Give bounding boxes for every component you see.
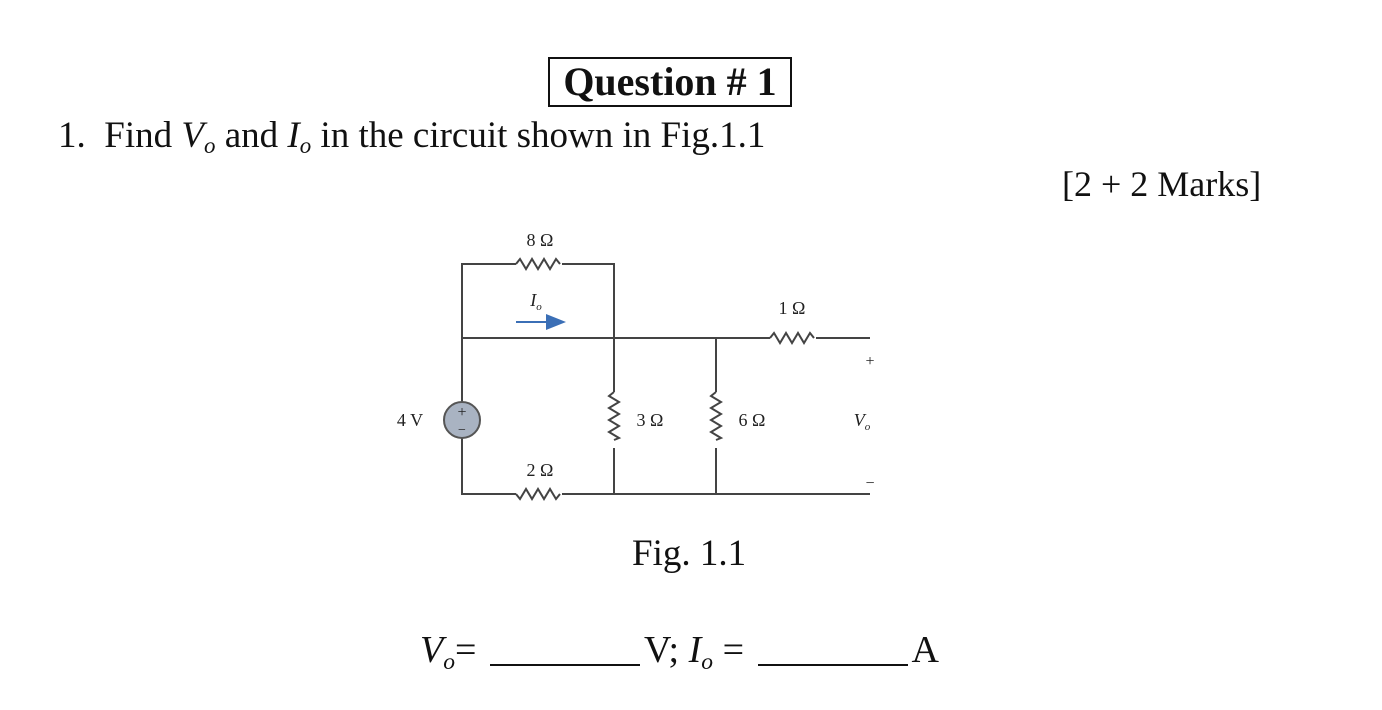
source-minus: − xyxy=(458,423,466,438)
answer-io-var: Io xyxy=(688,629,714,675)
output-plus: + xyxy=(865,353,874,370)
label-1ohm: 1 Ω xyxy=(779,298,806,318)
question-rest: in the circuit shown in Fig.1.1 xyxy=(320,115,766,156)
resistor-6ohm xyxy=(709,391,724,441)
resistor-3ohm xyxy=(607,391,622,441)
wire-source xyxy=(461,338,516,495)
source-plus: + xyxy=(457,404,466,421)
label-4v: 4 V xyxy=(397,410,423,430)
resistor-1ohm xyxy=(769,331,815,345)
answer-i-unit: A xyxy=(911,629,939,671)
circuit-diagram: + − 8 Ω Io 1 Ω 4 V 3 Ω 6 Ω 2 Ω + Vo − xyxy=(397,230,875,501)
question-title: Question # 1 xyxy=(548,57,792,107)
resistor-2ohm xyxy=(515,487,561,501)
output-minus: − xyxy=(865,475,874,492)
voltage-source xyxy=(443,401,481,439)
question-text: 1. Find Vo and Io in the circuit shown i… xyxy=(58,112,765,164)
answer-line: Vo= V; Io = A xyxy=(420,626,939,679)
find-word: Find xyxy=(104,115,173,156)
wire-top-right xyxy=(562,263,615,338)
answer-v-unit: V; xyxy=(643,629,680,671)
answer-vo-var: Vo xyxy=(420,629,455,675)
label-io-current: Io xyxy=(529,290,542,313)
wire-top-left xyxy=(461,263,516,338)
vo-answer-blank[interactable] xyxy=(489,628,640,666)
figure-caption: Fig. 1.1 xyxy=(632,533,747,574)
label-vo-output: Vo xyxy=(854,410,871,433)
resistor-8ohm xyxy=(515,257,561,271)
io-answer-blank[interactable] xyxy=(757,628,908,666)
label-6ohm: 6 Ω xyxy=(739,410,766,430)
label-2ohm: 2 Ω xyxy=(527,460,554,480)
and-word: and xyxy=(224,115,279,156)
io-var: Io xyxy=(287,115,312,159)
question-number: 1. xyxy=(58,115,86,156)
marks-label: [2 + 2 Marks] xyxy=(1062,164,1262,204)
label-8ohm: 8 Ω xyxy=(527,230,554,250)
label-3ohm: 3 Ω xyxy=(637,410,664,430)
vo-var: Vo xyxy=(181,115,216,159)
answer-eq2: = xyxy=(722,629,744,671)
answer-eq1: = xyxy=(455,629,477,671)
